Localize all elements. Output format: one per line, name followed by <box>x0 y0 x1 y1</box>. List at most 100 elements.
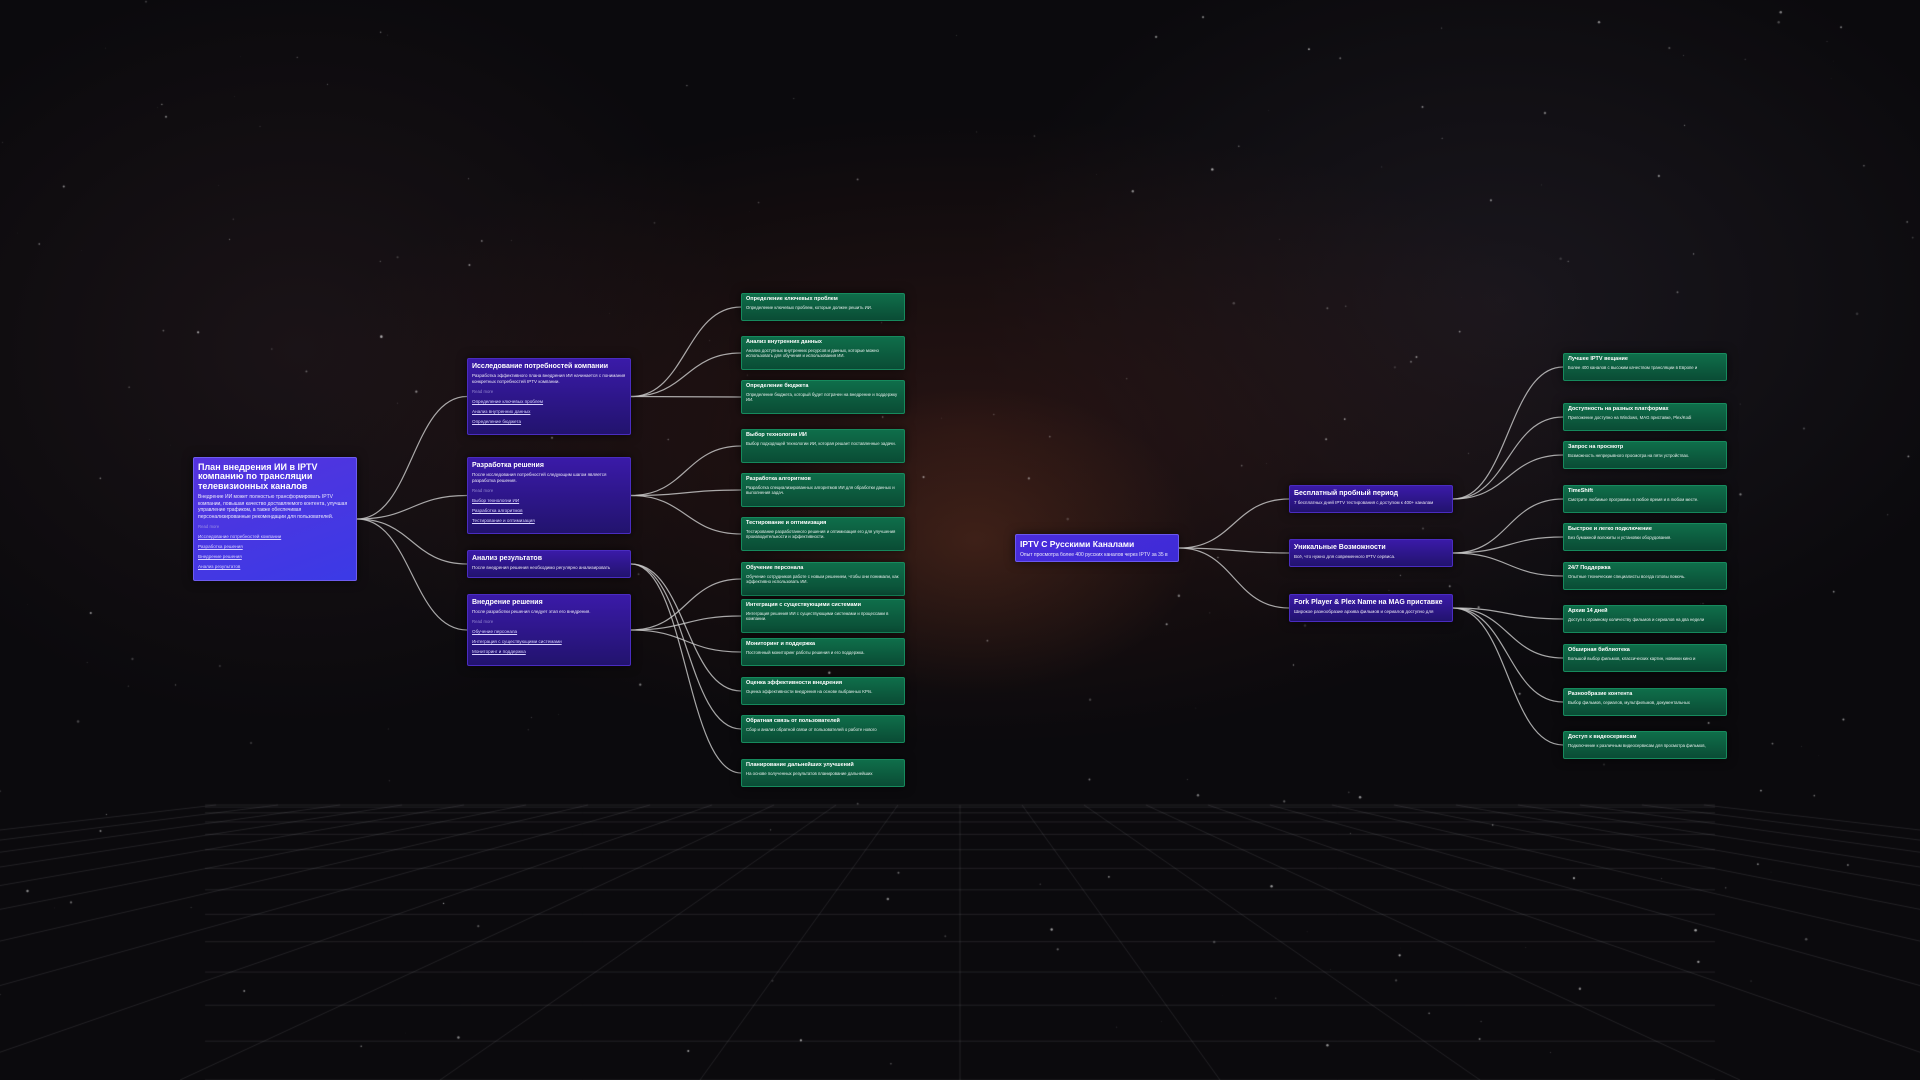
detail-title: Разнообразие контента <box>1568 691 1633 697</box>
connector-feature-detail <box>1452 498 1564 554</box>
connector-branch-leaf <box>630 563 742 730</box>
branch-read-more[interactable]: Read more <box>472 488 494 494</box>
leaf-desc: Определение ключевых проблем, которые до… <box>746 304 873 310</box>
branch-link[interactable]: Определение бюджета <box>472 419 522 425</box>
feature-node[interactable]: Fork Player & Plex Name на MAG приставке… <box>1289 594 1453 622</box>
branch-desc: После внедрения решения необходимо регул… <box>472 565 611 571</box>
connector-feature-detail <box>1452 416 1564 500</box>
branch-read-more[interactable]: Read more <box>472 619 494 625</box>
branch-link[interactable]: Анализ внутренних данных <box>472 409 531 415</box>
branch-development-node[interactable]: Разработка решения После исследования по… <box>467 457 631 534</box>
detail-title: Обширная библиотека <box>1568 647 1630 653</box>
feature-desc: 7 бесплатных дней IPTV тестирования с до… <box>1294 500 1434 506</box>
branch-link[interactable]: Определение ключевых проблем <box>472 399 544 405</box>
root-title: План внедрения ИИ в IPTV компанию по тра… <box>198 462 318 491</box>
branch-link[interactable]: Разработка алгоритмов <box>472 508 523 514</box>
leaf-desc: Постоянный мониторинг работы решения и е… <box>746 649 865 655</box>
detail-title: Доступность на разных платформах <box>1568 406 1669 412</box>
leaf-title: Определение ключевых проблем <box>746 296 838 302</box>
branch-link[interactable]: Мониторинг и поддержка <box>472 649 526 655</box>
iptv-hub-node[interactable]: IPTV С Русскими Каналами Опыт просмотра … <box>1015 534 1179 562</box>
branch-analysis-node[interactable]: Анализ результатов После внедрения решен… <box>467 550 631 578</box>
connector-branch-leaf <box>630 563 742 692</box>
detail-desc: Смотрите любимые программы в любое время… <box>1568 496 1699 502</box>
connector-hub-feature <box>1178 547 1290 554</box>
branch-link[interactable]: Тестирование и оптимизация <box>472 518 535 524</box>
connector-branch-leaf <box>630 445 742 497</box>
connector-root-branch <box>356 518 468 565</box>
root-link-research[interactable]: Исследование потребностей компании <box>198 534 282 540</box>
leaf-desc: Интеграция решения ИИ с существующими си… <box>746 610 889 622</box>
branch-implementation-node[interactable]: Внедрение решения После разработки решен… <box>467 594 631 666</box>
connector-branch-leaf <box>630 615 742 631</box>
connector-feature-detail <box>1452 552 1564 577</box>
leaf-title: Выбор технологии ИИ <box>746 432 807 438</box>
leaf-desc: Выбор подходящей технологии ИИ, которая … <box>746 440 896 446</box>
leaf-title: Тестирование и оптимизация <box>746 520 827 526</box>
leaf-desc: Тестирование разработанного решения и оп… <box>746 528 896 540</box>
branch-read-more[interactable]: Read more <box>472 389 494 395</box>
leaf-title: Интеграция с существующими системами <box>746 602 862 608</box>
connector-branch-leaf <box>630 578 742 631</box>
detail-title: 24/7 Поддержка <box>1568 565 1611 571</box>
leaf-desc: Определение бюджета, который будет потра… <box>746 391 898 403</box>
connector-feature-detail <box>1452 454 1564 500</box>
leaf-title: Оценка эффективности внедрения <box>746 680 843 686</box>
detail-desc: Без бумажной волокиты и установки оборуд… <box>1568 534 1672 540</box>
connector-branch-leaf <box>630 489 742 497</box>
branch-link[interactable]: Интеграция с существующими системами <box>472 639 562 645</box>
detail-desc: Выбор фильмов, сериалов, мультфильмов, д… <box>1568 699 1690 705</box>
root-read-more[interactable]: Read more <box>198 524 220 530</box>
connector-root-branch <box>356 395 468 520</box>
root-link-implementation[interactable]: Внедрение решения <box>198 554 242 560</box>
detail-title: Запрос на просмотр <box>1568 444 1624 450</box>
leaf-desc: На основе полученных результатов планиро… <box>746 770 873 776</box>
branch-link[interactable]: Выбор технологии ИИ <box>472 498 520 504</box>
branch-link[interactable]: Обучение персонала <box>472 629 518 635</box>
leaf-desc: Оценка эффективности внедрения на основе… <box>746 688 873 694</box>
root-link-development[interactable]: Разработка решения <box>198 544 243 550</box>
connector-feature-detail <box>1452 607 1564 659</box>
branch-title: Исследование потребностей компании <box>472 363 609 370</box>
root-node[interactable]: План внедрения ИИ в IPTV компанию по тра… <box>193 457 357 581</box>
detail-title: Доступ к видеосервисам <box>1568 734 1637 740</box>
connector-root-branch <box>356 518 468 631</box>
leaf-node[interactable]: Выбор технологии ИИ Выбор подходящей техн… <box>741 429 905 463</box>
root-desc: Внедрение ИИ может полностью трансформир… <box>198 494 348 520</box>
detail-desc: Опытные технические специалисты всегда г… <box>1568 573 1686 579</box>
root-link-analysis[interactable]: Анализ результатов <box>198 564 241 570</box>
branch-desc: После исследования потребностей следующи… <box>472 472 607 484</box>
connector-branch-leaf <box>630 306 742 398</box>
branch-research-node[interactable]: Исследование потребностей компании Разра… <box>467 358 631 435</box>
connector-feature-detail <box>1452 607 1564 620</box>
detail-title: Быстрое и легко подключение <box>1568 526 1652 532</box>
branch-desc: Разработка эффективного плана внедрения … <box>472 373 626 385</box>
detail-desc: Доступ к огромному количеству фильмов и … <box>1568 616 1705 622</box>
detail-title: Лучшее IPTV вещание <box>1568 356 1628 362</box>
leaf-title: Мониторинг и поддержка <box>746 641 816 647</box>
leaf-title: Определение бюджета <box>746 383 809 389</box>
